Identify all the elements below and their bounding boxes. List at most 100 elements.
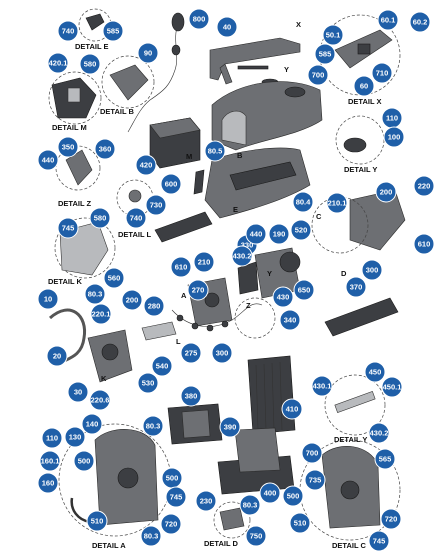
- callouts: 740 585 800 40 60.1 60.2 50.1 585 700 60…: [37, 8, 435, 552]
- callout: 80.3: [142, 415, 164, 437]
- callout: 275: [180, 342, 202, 364]
- svg-text:190: 190: [273, 230, 286, 239]
- callout: 80.3: [84, 283, 106, 305]
- callout: 585: [314, 43, 336, 65]
- marker-m: M: [186, 152, 192, 161]
- svg-text:700: 700: [306, 449, 319, 458]
- svg-text:430.1: 430.1: [313, 382, 332, 391]
- callout: 430.2: [368, 422, 390, 444]
- svg-text:565: 565: [379, 455, 392, 464]
- marker-z: Z: [246, 301, 251, 310]
- svg-text:745: 745: [170, 493, 183, 502]
- svg-text:610: 610: [418, 240, 431, 249]
- svg-text:80.3: 80.3: [243, 501, 258, 510]
- marker-k: K: [101, 374, 107, 383]
- callout: 370: [345, 276, 367, 298]
- callout: 565: [374, 448, 396, 470]
- svg-text:500: 500: [287, 492, 300, 501]
- svg-text:500: 500: [78, 457, 91, 466]
- callout: 160.1: [39, 450, 61, 472]
- detail-label-x: DETAIL X: [348, 97, 381, 106]
- svg-text:350: 350: [62, 143, 75, 152]
- callout: 745: [165, 486, 187, 508]
- detail-label-e: DETAIL E: [75, 42, 108, 51]
- svg-text:390: 390: [224, 423, 237, 432]
- callout: 650: [293, 279, 315, 301]
- svg-text:160: 160: [42, 479, 55, 488]
- callout: 390: [219, 416, 241, 438]
- svg-text:440: 440: [250, 230, 263, 239]
- svg-text:730: 730: [150, 201, 163, 210]
- callout: 450.1: [381, 376, 403, 398]
- svg-text:20: 20: [53, 352, 61, 361]
- callout: 740: [125, 207, 147, 229]
- callout: 430.1: [311, 375, 333, 397]
- detail-label-c: DETAIL C: [332, 541, 366, 550]
- svg-text:585: 585: [319, 50, 332, 59]
- marker-y: Y: [284, 65, 289, 74]
- callout: 720: [380, 508, 402, 530]
- callout: 530: [137, 372, 159, 394]
- callout: 500: [161, 467, 183, 489]
- callout: 30: [67, 381, 89, 403]
- callout: 520: [290, 219, 312, 241]
- callout: 90: [137, 42, 159, 64]
- svg-text:650: 650: [298, 286, 311, 295]
- svg-text:110: 110: [386, 114, 398, 123]
- callout: 610: [170, 256, 192, 278]
- svg-text:90: 90: [144, 49, 152, 58]
- svg-text:560: 560: [108, 274, 121, 283]
- callout: 510: [289, 512, 311, 534]
- callout: 700: [301, 442, 323, 464]
- callout: 200: [121, 289, 143, 311]
- svg-text:275: 275: [185, 349, 198, 358]
- svg-text:110: 110: [46, 434, 58, 443]
- callout: 220.6: [89, 389, 111, 411]
- callout: 730: [145, 194, 167, 216]
- svg-text:40: 40: [223, 23, 231, 32]
- callout: 420.1: [47, 52, 69, 74]
- callout: 560: [103, 267, 125, 289]
- callout: 610: [413, 233, 435, 255]
- callout: 600: [160, 173, 182, 195]
- callout: 270: [187, 279, 209, 301]
- callout: 350: [57, 136, 79, 158]
- marker-y2: Y: [267, 269, 272, 278]
- callout: 440: [245, 223, 267, 245]
- detail-label-d: DETAIL D: [204, 539, 238, 548]
- callout: 580: [79, 53, 101, 75]
- svg-text:60.2: 60.2: [413, 18, 428, 27]
- svg-text:60: 60: [360, 82, 368, 91]
- callout: 500: [73, 450, 95, 472]
- svg-text:710: 710: [376, 69, 389, 78]
- callout: 160: [37, 472, 59, 494]
- svg-text:210: 210: [198, 258, 211, 267]
- callout: 510: [86, 510, 108, 532]
- callout: 210: [193, 251, 215, 273]
- svg-text:80.4: 80.4: [296, 198, 311, 207]
- svg-text:420.1: 420.1: [49, 59, 68, 68]
- svg-text:420: 420: [140, 161, 153, 170]
- svg-text:600: 600: [165, 180, 178, 189]
- callout: 745: [57, 217, 79, 239]
- svg-text:220: 220: [418, 182, 431, 191]
- detail-label-y: DETAIL Y: [344, 165, 377, 174]
- callout: 220: [413, 175, 435, 197]
- marker-d: D: [341, 269, 347, 278]
- detail-label-l: DETAIL L: [118, 230, 151, 239]
- svg-text:80.5: 80.5: [208, 147, 223, 156]
- svg-text:300: 300: [216, 349, 229, 358]
- callout: 380: [180, 385, 202, 407]
- callout: 130: [64, 426, 86, 448]
- svg-text:430: 430: [277, 293, 290, 302]
- svg-text:450.1: 450.1: [383, 383, 402, 392]
- svg-text:580: 580: [94, 214, 107, 223]
- letter-markers: X Y M B E C Y D A Z L K: [101, 20, 347, 383]
- callout: 500: [282, 485, 304, 507]
- svg-text:740: 740: [62, 27, 75, 36]
- detail-label-k: DETAIL K: [48, 277, 82, 286]
- callout: 420: [135, 154, 157, 176]
- svg-text:60.1: 60.1: [381, 16, 396, 25]
- callout: 50.1: [322, 24, 344, 46]
